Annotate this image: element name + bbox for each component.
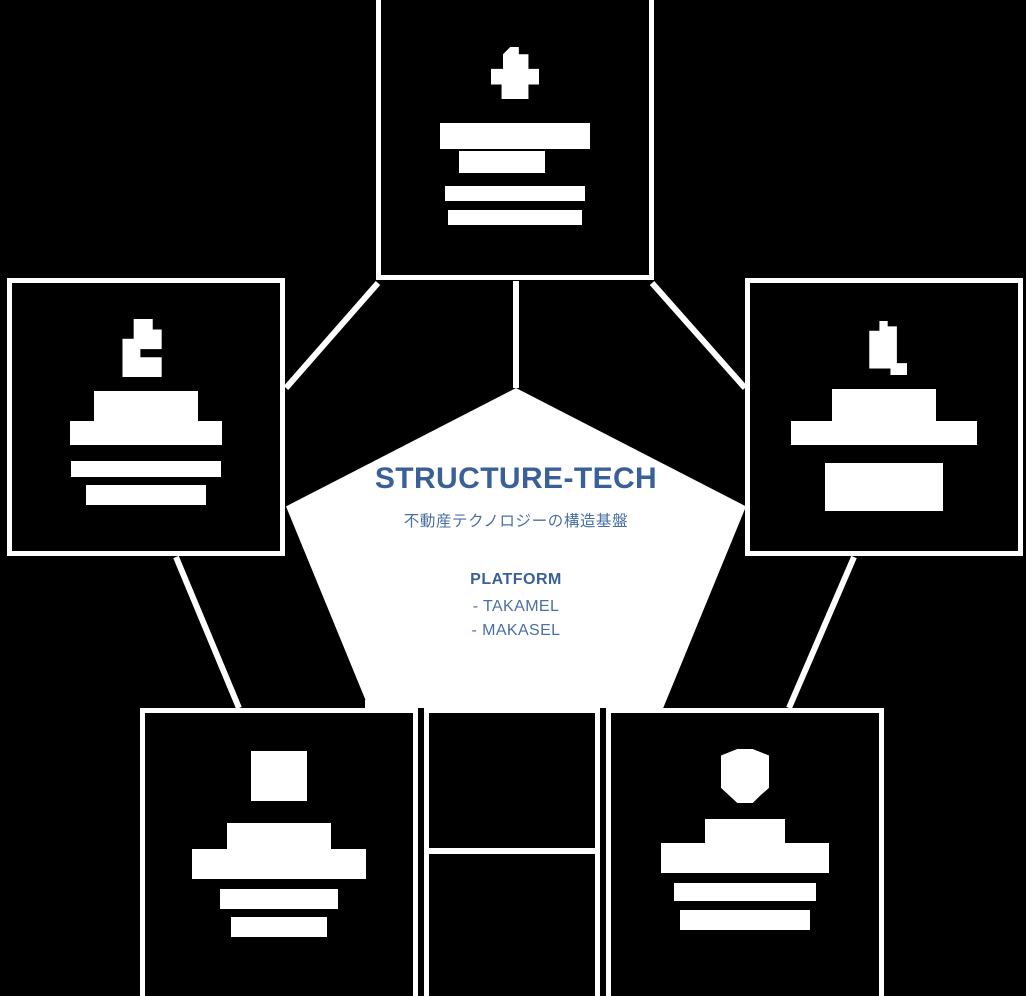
node-left-redacted-icon — [122, 319, 162, 377]
node-card-top[interactable] — [376, 0, 654, 280]
connector-hub-to-right — [649, 281, 748, 390]
node-top-redacted-title-2 — [459, 151, 545, 173]
node-top-redacted-title — [440, 123, 590, 149]
hub-subtitle: 不動産テクノロジーの構造基盤 — [403, 513, 629, 530]
hub-platform-label: PLATFORM — [470, 571, 562, 588]
hub-platform-item-makasel[interactable]: - MAKASEL — [471, 622, 561, 639]
node-left-text-block — [12, 377, 280, 505]
connector-right-to-bottom-right — [786, 555, 857, 710]
node-bottom-right-redacted-title-2 — [661, 843, 829, 873]
node-right-redacted-desc-1 — [825, 463, 943, 511]
node-bottom-right-redacted-desc-2 — [680, 910, 810, 930]
node-right-redacted-icon — [869, 321, 907, 375]
node-right-redacted-title-2 — [791, 421, 977, 445]
hub-platform-list: - TAKAMEL - MAKASEL — [472, 599, 561, 639]
connector-left-to-bottom-left — [173, 555, 242, 710]
node-top-redacted-desc-2 — [448, 210, 582, 225]
hub-title: STRUCTURE-TECH — [374, 462, 658, 495]
node-top-redacted-desc-1 — [445, 186, 585, 201]
node-bottom-right-redacted-icon — [721, 749, 769, 803]
node-bottom-left-redacted-title — [227, 823, 331, 849]
node-bottom-right-redacted-desc-1 — [674, 883, 816, 901]
node-left-redacted-desc-2 — [86, 485, 206, 505]
connector-hub-to-left — [283, 281, 381, 390]
node-bottom-left-redacted-icon — [251, 751, 307, 801]
node-card-left[interactable] — [7, 278, 285, 556]
node-bottom-right-redacted-title — [705, 819, 785, 843]
hub-platform-item-takamel[interactable]: - TAKAMEL — [472, 598, 560, 615]
node-left-redacted-title — [94, 391, 198, 421]
node-bottom-left-redacted-title-2 — [192, 849, 366, 879]
bottom-middle-panel-divider — [429, 848, 595, 854]
node-left-redacted-title-2 — [70, 421, 222, 445]
node-top-text-block — [381, 99, 649, 225]
node-card-right[interactable] — [745, 278, 1023, 556]
bottom-middle-panel — [424, 708, 600, 996]
node-card-bottom-right[interactable] — [606, 708, 884, 996]
node-card-bottom-left[interactable] — [140, 708, 418, 996]
node-bottom-left-text-block — [145, 801, 413, 937]
node-right-text-block — [750, 375, 1018, 511]
node-right-redacted-title — [832, 389, 936, 421]
node-top-redacted-icon — [491, 47, 539, 99]
node-bottom-right-text-block — [611, 803, 879, 930]
node-left-redacted-desc-1 — [71, 461, 221, 477]
central-hub-pentagon: STRUCTURE-TECH 不動産テクノロジーの構造基盤 PLATFORM -… — [286, 388, 746, 708]
node-bottom-left-redacted-desc-2 — [231, 917, 327, 937]
node-bottom-left-redacted-desc-1 — [220, 889, 338, 909]
